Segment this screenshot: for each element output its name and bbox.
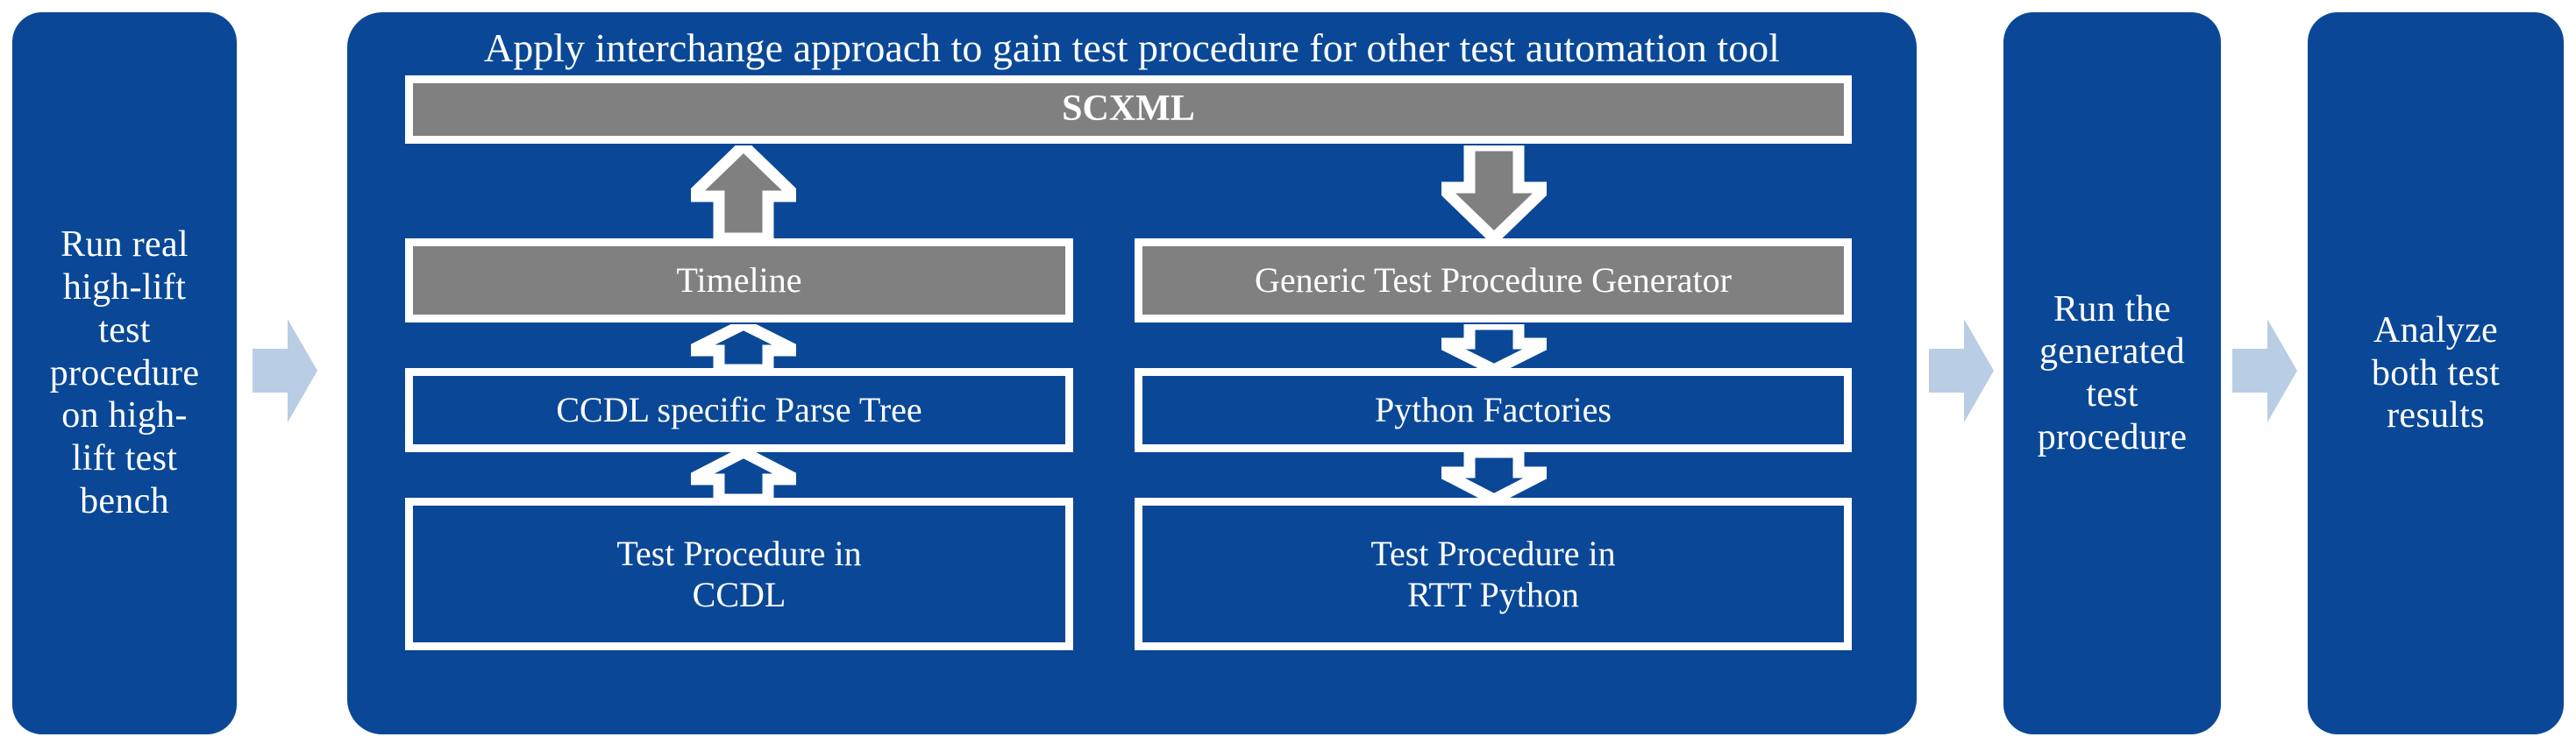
arrow-up-icon-timeline-to-scxml xyxy=(691,145,796,238)
node-ccdl-specific-parse-tree-label: CCDL specific Parse Tree xyxy=(556,390,922,430)
arrow-up-icon-parse-tree-to-timeline xyxy=(691,324,796,370)
node-test-procedure-in-ccdl[interactable]: Test Procedure in CCDL xyxy=(405,498,1073,650)
main-panel-heading: Apply interchange approach to gain test … xyxy=(484,25,1780,70)
node-test-procedure-in-rtt-python[interactable]: Test Procedure in RTT Python xyxy=(1135,498,1852,650)
node-scxml-label: SCXML xyxy=(1062,89,1195,130)
node-python-factories-label: Python Factories xyxy=(1375,390,1612,430)
arrow-down-icon-scxml-to-generator xyxy=(1441,145,1547,238)
arrow-down-icon-generator-to-python-factories xyxy=(1441,324,1547,370)
stage-panel-analyze-label: Analyze both test results xyxy=(2371,309,2501,436)
stage-panel-run-real-label: Run real high-lift test procedure on hig… xyxy=(49,224,200,521)
node-python-factories[interactable]: Python Factories xyxy=(1135,368,1852,452)
node-scxml[interactable]: SCXML xyxy=(405,75,1852,144)
node-test-procedure-in-rtt-python-label: Test Procedure in RTT Python xyxy=(1370,533,1616,614)
node-test-procedure-in-ccdl-label: Test Procedure in CCDL xyxy=(616,533,862,614)
arrow-right-icon-run-generated-to-analyze xyxy=(2232,319,2297,422)
node-generic-test-procedure-generator-label: Generic Test Procedure Generator xyxy=(1255,260,1732,301)
arrow-right-icon-run-real-to-main xyxy=(253,319,317,422)
node-timeline-label: Timeline xyxy=(676,260,802,301)
main-approach-panel[interactable]: Apply interchange approach to gain test … xyxy=(347,12,1917,734)
arrow-right-icon-main-to-run-generated xyxy=(1929,319,1994,422)
arrow-down-icon-python-factories-to-tp-rtt xyxy=(1441,452,1547,500)
stage-panel-analyze-results[interactable]: Analyze both test results xyxy=(2308,12,2564,734)
stage-panel-run-real-test[interactable]: Run real high-lift test procedure on hig… xyxy=(12,12,237,734)
node-timeline[interactable]: Timeline xyxy=(405,238,1073,322)
stage-panel-run-generated-label: Run the generated test procedure xyxy=(2037,288,2188,457)
node-ccdl-specific-parse-tree[interactable]: CCDL specific Parse Tree xyxy=(405,368,1073,452)
node-generic-test-procedure-generator[interactable]: Generic Test Procedure Generator xyxy=(1135,238,1852,322)
stage-panel-run-generated-test[interactable]: Run the generated test procedure xyxy=(2003,12,2221,734)
arrow-up-icon-tp-ccdl-to-parse-tree xyxy=(691,452,796,500)
